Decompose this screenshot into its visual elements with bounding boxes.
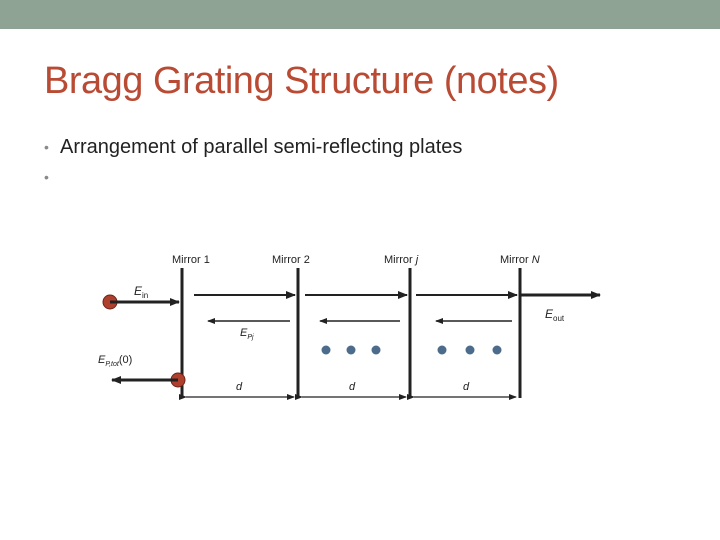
slide-title: Bragg Grating Structure (notes) [44,60,559,102]
reflected-field-label: EPj [240,327,254,341]
ellipsis-dot [492,345,502,355]
bullet-item: • [44,162,462,192]
output-field-label: Eout [545,307,565,323]
bullet-icon: • [44,169,49,185]
spacing-label: d [236,381,243,393]
ellipsis-dot [465,345,475,355]
spacing-label: d [463,381,470,393]
mirror-label-n: Mirror N [500,254,540,266]
ellipsis-dot [371,345,381,355]
bullet-item: • Arrangement of parallel semi-reflecting… [44,132,462,162]
ellipsis-dot [346,345,356,355]
bullet-text: Arrangement of parallel semi-reflecting … [60,136,463,158]
total-reflected-label: EP,tot(0) [98,354,132,368]
bullet-list: • Arrangement of parallel semi-reflecting… [44,132,462,192]
top-accent-bar [0,0,720,29]
mirror-label-j: Mirror j [384,254,419,266]
bullet-icon: • [44,139,49,155]
mirror-label-1: Mirror 1 [172,254,210,266]
ellipsis-dot [321,345,331,355]
input-field-label: Ein [134,284,148,300]
mirror-label-2: Mirror 2 [272,254,310,266]
bragg-grating-diagram: Mirror 1 Mirror 2 Mirror j Mirror N Ein … [98,254,601,400]
ellipsis-dot [437,345,447,355]
spacing-label: d [349,381,356,393]
